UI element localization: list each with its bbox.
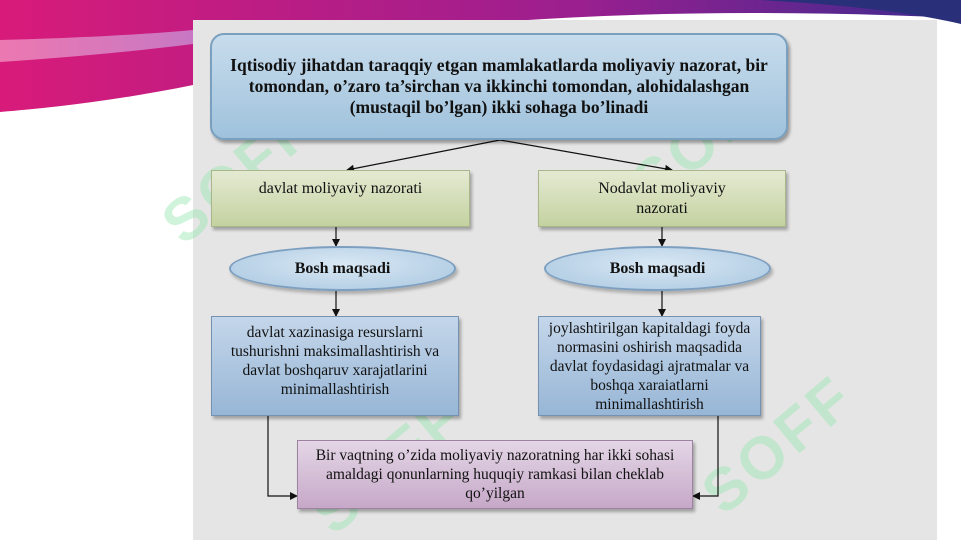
goal-label-left: Bosh maqsadi [294, 259, 391, 277]
goal-box-left: davlat xazinasiga resurslarni tushurishn… [211, 316, 459, 416]
goal-ellipse-right: Bosh maqsadi [544, 246, 771, 291]
category-left-text: davlat moliyaviy nazorati [258, 180, 423, 197]
conclusion-text: Bir vaqtning o’zida moliyaviy nazoratnin… [315, 447, 675, 502]
category-box-right: Nodavlat moliyaviy nazorati [538, 170, 786, 227]
goal-text-right: joylashtirilgan kapitaldagi foyda normas… [548, 319, 751, 413]
goal-label-right: Bosh maqsadi [609, 259, 706, 277]
conclusion-box: Bir vaqtning o’zida moliyaviy nazoratnin… [297, 440, 693, 509]
arrow-left-to-conclusion [267, 416, 298, 500]
arrow-right-to-conclusion [692, 416, 719, 500]
arrow-top-to-right [499, 139, 673, 173]
goal-text-left: davlat xazinasiga resurslarni tushurishn… [230, 324, 440, 398]
title-box: Iqtisodiy jihatdan taraqqiy etgan mamlak… [210, 33, 788, 140]
title-box-text: Iqtisodiy jihatdan taraqqiy etgan mamlak… [230, 55, 768, 117]
goal-ellipse-left: Bosh maqsadi [229, 246, 456, 291]
category-right-text: Nodavlat moliyaviy nazorati [598, 179, 726, 217]
arrow-top-to-left [346, 139, 501, 173]
category-box-left: davlat moliyaviy nazorati [211, 170, 470, 227]
goal-box-right: joylashtirilgan kapitaldagi foyda normas… [538, 316, 761, 416]
